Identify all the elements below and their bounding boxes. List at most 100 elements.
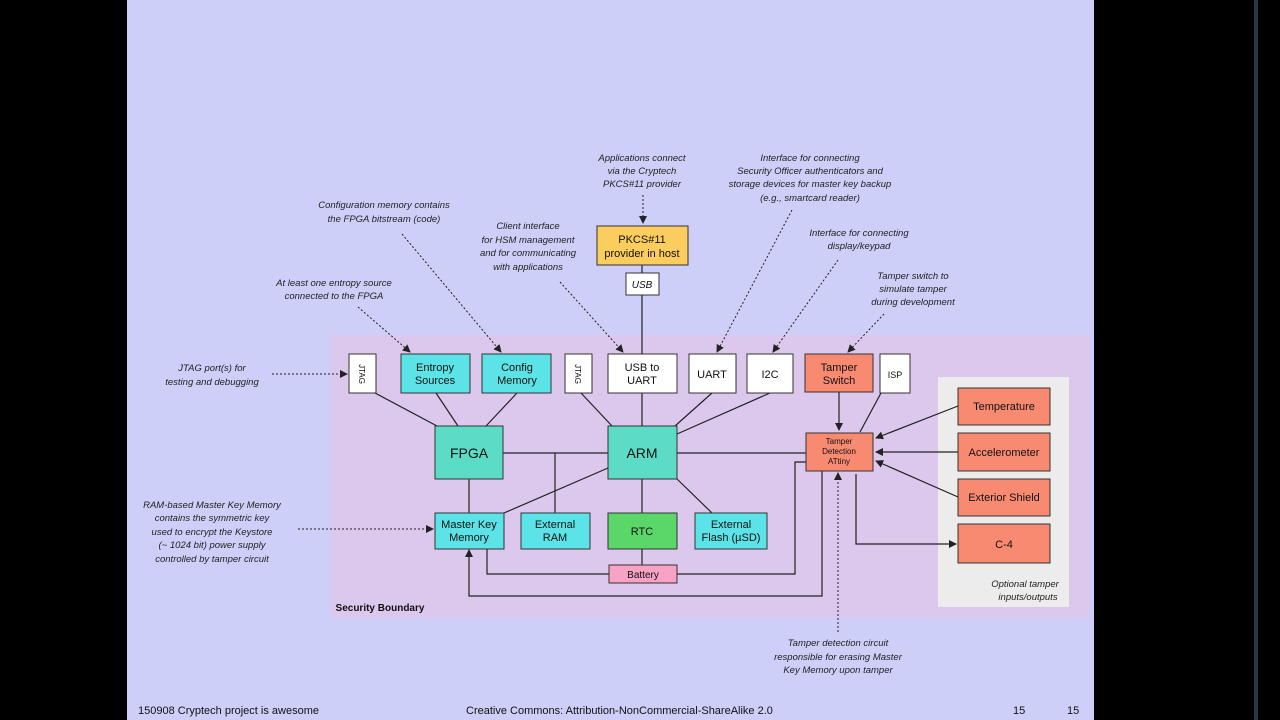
usb-to-uart-box: USB to UART [607, 353, 678, 394]
usb-host-box: USB [625, 272, 660, 296]
svg-text:FPGA: FPGA [450, 445, 489, 461]
svg-text:Flash (µSD): Flash (µSD) [702, 532, 761, 544]
svg-text:C-4: C-4 [995, 539, 1013, 551]
svg-text:via the Cryptech: via the Cryptech [608, 166, 677, 177]
svg-text:USB: USB [632, 280, 653, 291]
svg-text:Config: Config [501, 362, 533, 374]
svg-text:Tamper detection circuit: Tamper detection circuit [788, 638, 889, 649]
svg-text:Master Key: Master Key [441, 519, 497, 531]
svg-text:JTAG: JTAG [357, 364, 366, 384]
svg-text:provider in host: provider in host [604, 248, 679, 260]
c4-box: C-4 [957, 523, 1051, 564]
svg-text:Accelerometer: Accelerometer [969, 447, 1040, 459]
svg-text:Sources: Sources [415, 375, 456, 387]
svg-text:(e.g., smartcard reader): (e.g., smartcard reader) [760, 193, 860, 204]
svg-text:simulate tamper: simulate tamper [879, 284, 947, 295]
svg-text:External: External [711, 519, 751, 531]
footer-left: 150908 Cryptech project is awesome [138, 705, 319, 717]
svg-text:and for communicating: and for communicating [480, 248, 577, 259]
svg-text:display/keypad: display/keypad [828, 241, 892, 252]
jtag-arm-port: JTAG [564, 353, 593, 394]
rtc-box: RTC [607, 512, 678, 550]
footer-center: Creative Commons: Attribution-NonCommerc… [466, 705, 773, 717]
annotation-arrows [272, 195, 885, 632]
arm-box: ARM [607, 425, 678, 480]
svg-text:Memory: Memory [497, 375, 537, 387]
pkcs11-provider-box: PKCS#11 provider in host [596, 225, 689, 266]
svg-text:connected to the FPGA: connected to the FPGA [285, 291, 384, 302]
svg-text:I2C: I2C [761, 369, 778, 381]
svg-text:PKCS#11 provider: PKCS#11 provider [603, 179, 682, 190]
external-ram-box: External RAM [520, 512, 591, 550]
svg-text:ISP: ISP [888, 370, 903, 380]
svg-text:UART: UART [627, 375, 657, 387]
fpga-box: FPGA [434, 425, 504, 480]
entropy-sources-box: Entropy Sources [400, 353, 471, 394]
note-tamper-circuit: Tamper detection circuit responsible for… [774, 638, 903, 676]
note-display-keypad: Interface for connecting display/keypad [809, 228, 909, 252]
note-jtag: JTAG port(s) for testing and debugging [165, 363, 259, 388]
tamper-switch-box: Tamper Switch [804, 353, 874, 393]
svg-text:used to encrypt the Keystore: used to encrypt the Keystore [152, 527, 273, 538]
svg-text:Tamper switch to: Tamper switch to [877, 271, 948, 282]
svg-text:UART: UART [697, 369, 727, 381]
svg-text:Tamper: Tamper [821, 362, 858, 374]
svg-text:At least one entropy source: At least one entropy source [275, 278, 392, 289]
svg-text:Memory: Memory [449, 532, 489, 544]
tamper-detection-box: Tamper Detection ATtiny [805, 432, 874, 472]
note-security-officer: Interface for connecting Security Office… [729, 153, 892, 204]
optional-tamper-label-1: Optional tamper [991, 579, 1059, 590]
svg-text:JTAG port(s) for: JTAG port(s) for [177, 363, 246, 374]
window-edge [1254, 0, 1258, 720]
svg-text:USB to: USB to [625, 362, 660, 374]
svg-text:the FPGA bitstream (code): the FPGA bitstream (code) [328, 214, 441, 225]
note-client-interface: Client interface for HSM management and … [480, 221, 577, 273]
security-boundary-label: Security Boundary [336, 603, 425, 614]
svg-text:Client interface: Client interface [496, 221, 559, 232]
isp-box: ISP [879, 353, 911, 394]
connections [374, 265, 959, 597]
uart-box: UART [688, 353, 737, 394]
svg-text:Key Memory upon tamper: Key Memory upon tamper [783, 665, 893, 676]
svg-text:responsible for erasing Master: responsible for erasing Master [774, 652, 903, 663]
master-key-memory-box: Master Key Memory [434, 512, 505, 550]
svg-text:Applications connect: Applications connect [597, 153, 685, 164]
svg-text:ARM: ARM [626, 445, 657, 461]
svg-text:contains the symmetric key: contains the symmetric key [155, 513, 271, 524]
accelerometer-box: Accelerometer [957, 432, 1051, 472]
svg-text:PKCS#11: PKCS#11 [618, 234, 666, 246]
svg-text:Detection: Detection [822, 447, 856, 456]
svg-text:JTAG: JTAG [573, 364, 582, 384]
note-config-memory: Configuration memory contains the FPGA b… [318, 200, 450, 225]
svg-text:Switch: Switch [823, 375, 855, 387]
optional-tamper-label-2: inputs/outputs [998, 592, 1057, 603]
svg-text:during development: during development [871, 297, 955, 308]
svg-text:controlled by tamper circuit: controlled by tamper circuit [155, 554, 269, 565]
i2c-box: I2C [746, 353, 794, 394]
svg-text:External: External [535, 519, 575, 531]
svg-text:Security Officer authenticator: Security Officer authenticators and [737, 166, 883, 177]
svg-text:with applications: with applications [493, 262, 563, 273]
svg-text:RTC: RTC [631, 526, 653, 538]
svg-text:Exterior Shield: Exterior Shield [968, 492, 1040, 504]
svg-text:Entropy: Entropy [416, 362, 454, 374]
svg-text:Interface for connecting: Interface for connecting [809, 228, 909, 239]
svg-text:for HSM management: for HSM management [482, 235, 575, 246]
svg-text:Tamper: Tamper [826, 437, 853, 446]
exterior-shield-box: Exterior Shield [957, 478, 1051, 517]
svg-text:testing and debugging: testing and debugging [165, 377, 259, 388]
svg-text:(~ 1024 bit) power supply: (~ 1024 bit) power supply [159, 540, 267, 551]
svg-text:ATtiny: ATtiny [828, 457, 850, 466]
note-applications: Applications connect via the Cryptech PK… [597, 153, 685, 190]
config-memory-box: Config Memory [481, 353, 552, 394]
jtag-fpga-port: JTAG [348, 353, 377, 394]
battery-box: Battery [608, 564, 678, 584]
footer-page-number: 15 [1013, 705, 1026, 717]
note-ram-master-key: RAM-based Master Key Memory contains the… [143, 500, 282, 565]
svg-text:Interface for connecting: Interface for connecting [760, 153, 860, 164]
footer-page-number-2: 15 [1067, 705, 1080, 717]
svg-text:RAM-based Master Key Memory: RAM-based Master Key Memory [143, 500, 282, 511]
svg-text:Temperature: Temperature [973, 401, 1035, 413]
svg-text:Configuration memory contains: Configuration memory contains [318, 200, 450, 211]
